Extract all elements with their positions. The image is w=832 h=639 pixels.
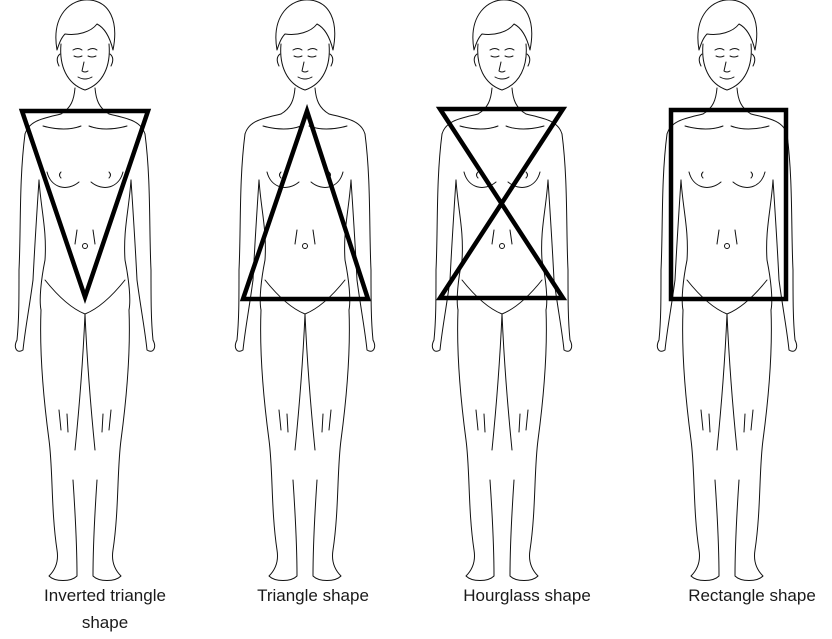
caption-inverted-triangle: Inverted triangle shape — [44, 582, 166, 636]
figure-triangle — [235, 0, 374, 580]
caption-inverted-triangle-line2: shape — [44, 609, 166, 636]
body-outline-hourglass — [432, 0, 571, 580]
caption-triangle-line1: Triangle shape — [257, 582, 369, 609]
figure-hourglass — [432, 0, 571, 580]
caption-hourglass-line1: Hourglass shape — [463, 582, 591, 609]
caption-hourglass: Hourglass shape — [463, 582, 591, 609]
inverted-triangle-overlay — [22, 111, 148, 297]
caption-rectangle-line1: Rectangle shape — [688, 582, 816, 609]
body-outline-triangle — [235, 0, 374, 580]
figure-rectangle — [657, 0, 796, 580]
body-outline-rectangle — [657, 0, 796, 580]
figure-inverted-triangle — [15, 0, 154, 580]
caption-triangle: Triangle shape — [257, 582, 369, 609]
caption-inverted-triangle-line1: Inverted triangle — [44, 582, 166, 609]
caption-rectangle: Rectangle shape — [688, 582, 816, 609]
